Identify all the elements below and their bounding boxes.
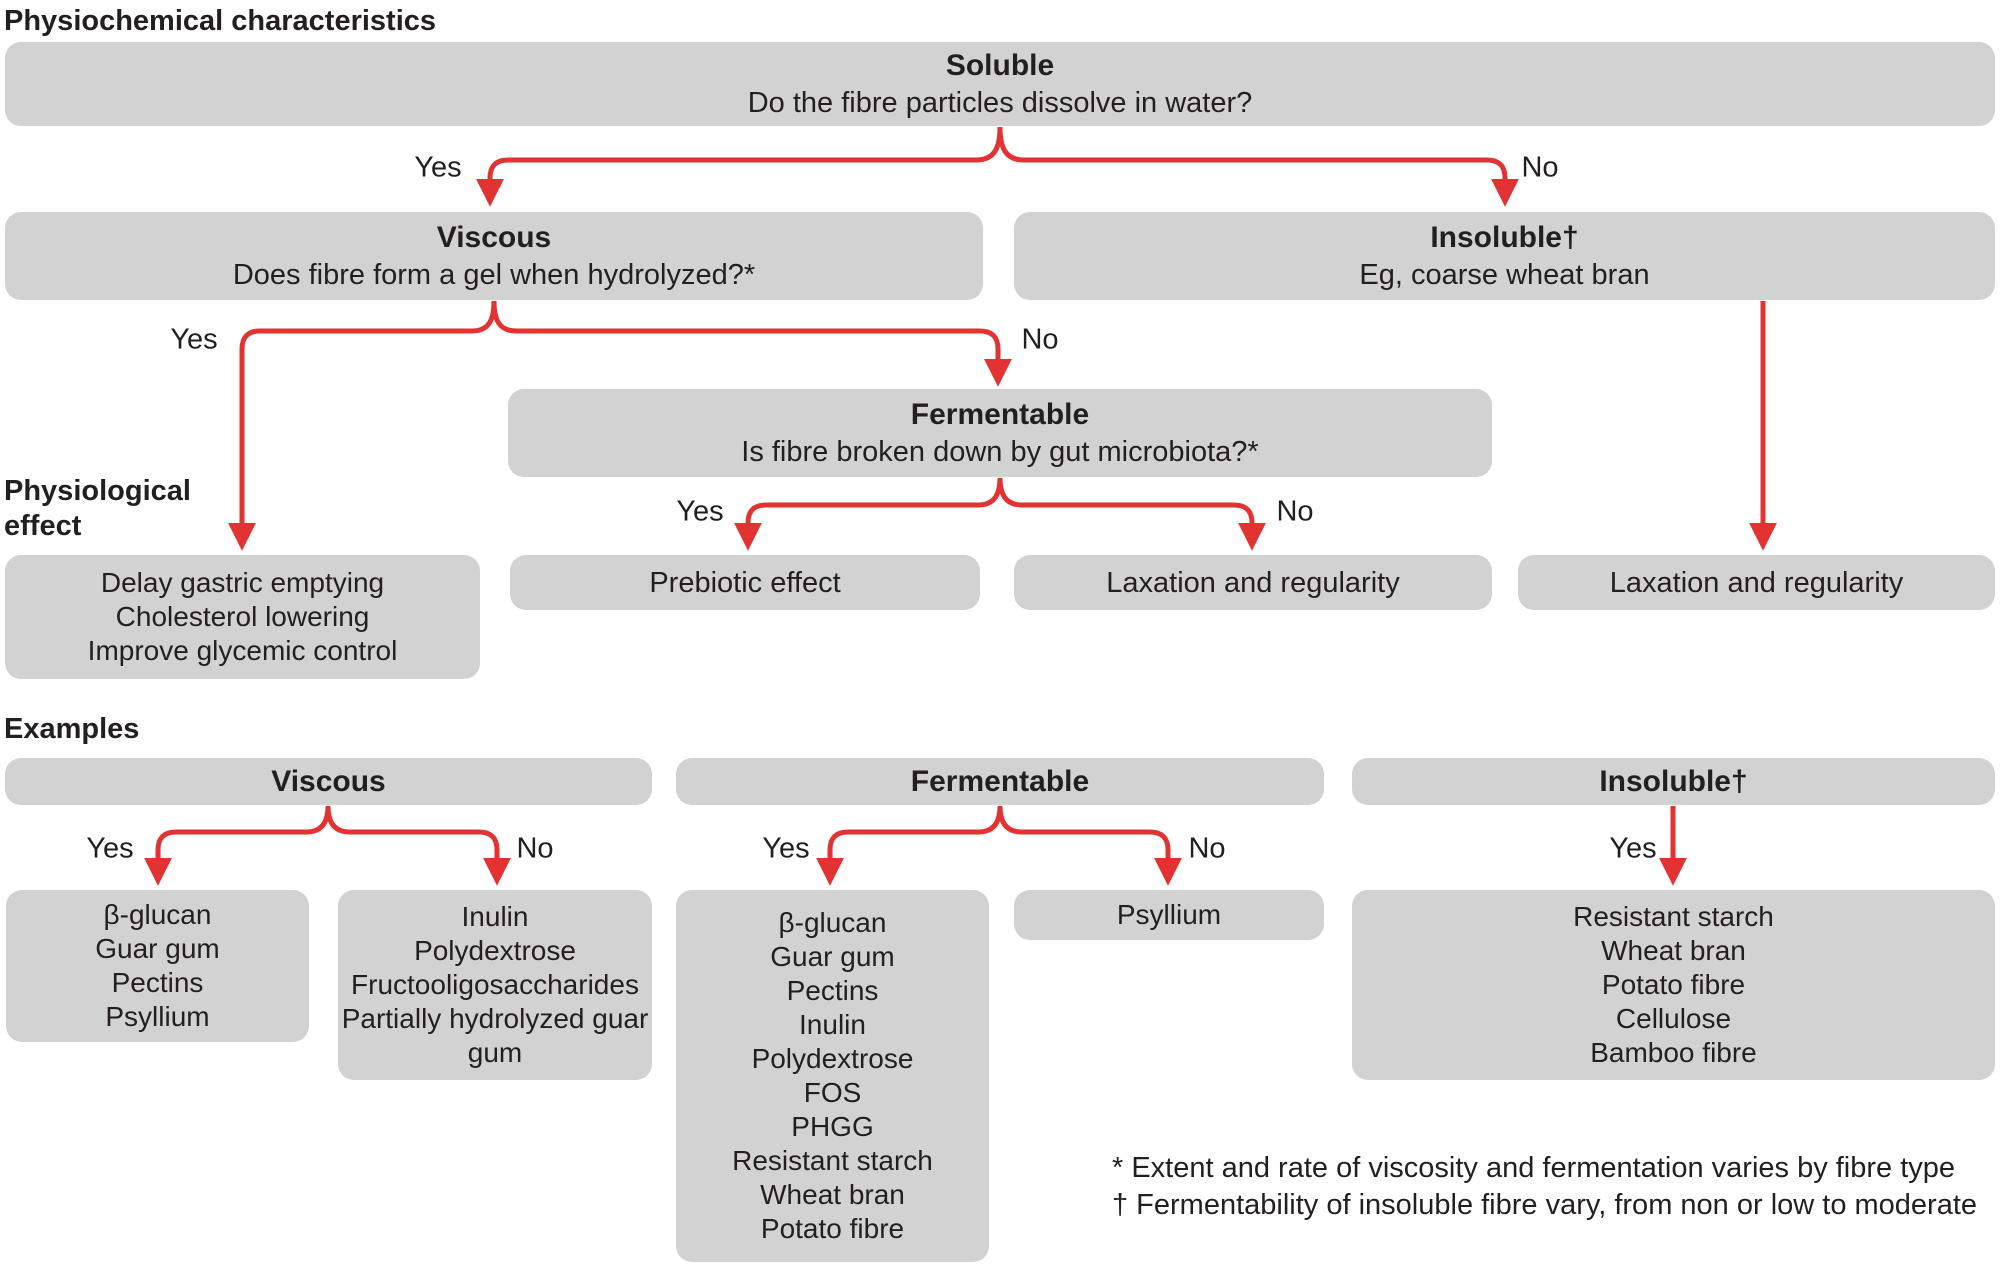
arrow-examples-viscous-no xyxy=(325,805,511,886)
node-fermentable: Fermentable Is fibre broken down by gut … xyxy=(508,389,1492,477)
effect-laxation-fermentable-no: Laxation and regularity xyxy=(1014,555,1492,610)
effect-viscous-yes: Delay gastric emptying Cholesterol lower… xyxy=(5,555,480,679)
node-insoluble-question: Eg, coarse wheat bran xyxy=(1359,258,1650,291)
node-viscous-title: Viscous xyxy=(436,220,552,254)
examples-fermentable-yes-list: β-glucan Guar gum Pectins Inulin Polydex… xyxy=(676,890,989,1262)
arrow-viscous-yes xyxy=(228,300,497,551)
examples-header-insoluble: Insoluble† xyxy=(1352,758,1995,805)
label-examples-viscous-no: No xyxy=(516,832,554,865)
node-soluble-title: Soluble xyxy=(945,48,1055,82)
node-soluble: Soluble Do the fibre particles dissolve … xyxy=(5,42,1995,126)
arrow-fermentable-no xyxy=(997,477,1266,551)
section-title-physiochemical: Physiochemical characteristics xyxy=(4,5,437,37)
section-title-physiological-effect: Physiological effect xyxy=(4,475,191,542)
examples-viscous-no-list: Inulin Polydextrose Fructooligosaccharid… xyxy=(338,890,652,1080)
arrow-soluble-no xyxy=(997,126,1519,207)
arrow-examples-viscous-yes xyxy=(144,805,331,886)
arrow-fermentable-yes xyxy=(734,477,1003,551)
examples-viscous-yes-list: β-glucan Guar gum Pectins Psyllium xyxy=(6,890,309,1042)
label-fermentable-no: No xyxy=(1276,495,1314,528)
effect-laxation-insoluble: Laxation and regularity xyxy=(1518,555,1995,610)
examples-header-fermentable-title: Fermentable xyxy=(910,764,1090,798)
label-examples-fermentable-yes: Yes xyxy=(762,832,810,865)
node-insoluble: Insoluble† Eg, coarse wheat bran xyxy=(1014,212,1995,300)
effect-prebiotic: Prebiotic effect xyxy=(510,555,980,610)
label-soluble-no: No xyxy=(1521,151,1559,184)
label-examples-fermentable-no: No xyxy=(1188,832,1226,865)
examples-header-viscous: Viscous xyxy=(5,758,652,805)
footnotes: * Extent and rate of viscosity and ferme… xyxy=(1112,1152,1978,1221)
arrow-examples-fermentable-yes xyxy=(816,805,1003,886)
label-soluble-yes: Yes xyxy=(414,151,462,184)
node-viscous: Viscous Does fibre form a gel when hydro… xyxy=(5,212,983,300)
examples-fermentable-no-list: Psyllium xyxy=(1014,890,1324,940)
arrow-viscous-no xyxy=(491,300,1012,387)
examples-header-insoluble-title: Insoluble† xyxy=(1599,764,1748,798)
arrow-soluble-yes xyxy=(476,126,1003,207)
section-title-examples: Examples xyxy=(4,713,140,745)
node-viscous-question: Does fibre form a gel when hydrolyzed?* xyxy=(232,258,756,291)
label-fermentable-yes: Yes xyxy=(676,495,724,528)
node-insoluble-title: Insoluble† xyxy=(1430,220,1579,254)
node-fermentable-question: Is fibre broken down by gut microbiota?* xyxy=(741,435,1259,468)
label-viscous-yes: Yes xyxy=(170,323,218,356)
label-examples-viscous-yes: Yes xyxy=(86,832,134,865)
node-soluble-question: Do the fibre particles dissolve in water… xyxy=(747,86,1253,119)
arrow-examples-fermentable-no xyxy=(997,805,1182,886)
examples-header-fermentable: Fermentable xyxy=(676,758,1324,805)
label-examples-insoluble-yes: Yes xyxy=(1609,832,1657,865)
label-viscous-no: No xyxy=(1021,323,1059,356)
examples-insoluble-yes-list: Resistant starch Wheat bran Potato fibre… xyxy=(1352,890,1995,1080)
examples-header-viscous-title: Viscous xyxy=(271,764,386,798)
node-fermentable-title: Fermentable xyxy=(910,397,1090,431)
